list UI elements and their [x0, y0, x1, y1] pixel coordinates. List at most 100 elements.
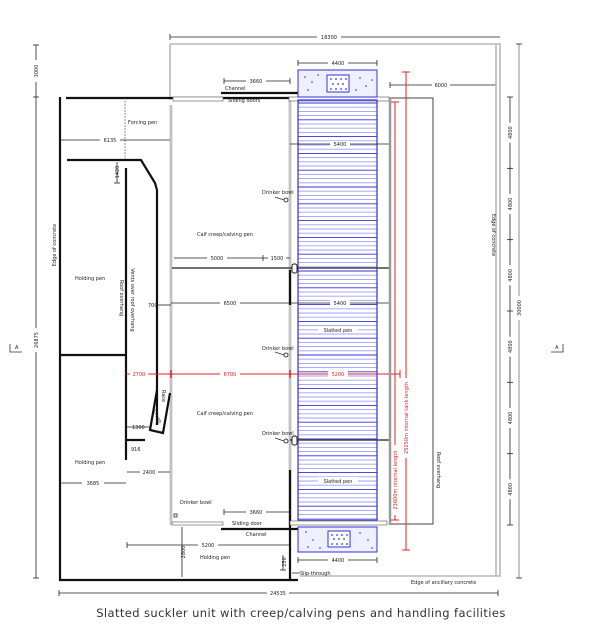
dim-label: 6500	[224, 301, 237, 307]
dim-label: 4400	[332, 558, 345, 564]
holding-pen-label: Holding pen	[75, 460, 105, 466]
calf-creep-label: Calf creep/calving pen	[197, 232, 253, 238]
section-label: A	[555, 345, 559, 351]
dim-label: 3685	[87, 481, 100, 487]
dim-label: 3000	[34, 65, 40, 78]
dim-label: 6000	[435, 83, 448, 89]
dim-label: 25250m internal tank length	[404, 382, 410, 454]
dung-area-bottom	[297, 526, 378, 553]
dim-label: 5200	[332, 372, 345, 378]
dim-pen-mid: 6500 5400	[171, 300, 390, 307]
slatted-floor	[298, 102, 377, 520]
left-boundary-wall	[58, 97, 298, 582]
dim-overall-left: 3000 26875	[33, 44, 40, 579]
race-funnel-wall	[67, 158, 159, 191]
dim-label: 5200	[202, 543, 215, 549]
slatted-pen-outline	[297, 99, 378, 521]
dung-area-top	[297, 69, 378, 98]
dim-crush: 1300	[126, 425, 150, 431]
sliding-doors-label: Sliding doors	[228, 98, 261, 104]
dim-right-offset: 6000	[389, 82, 496, 89]
dim-tank-length: 25250m internal tank length	[402, 71, 410, 551]
drinker-label: Drinker bowl	[180, 500, 212, 506]
dim-label: 6700	[224, 372, 237, 378]
section-marker-left: A	[9, 344, 22, 353]
roof-overhang-label: Roof overhang	[435, 452, 441, 488]
dim-label: 30000	[517, 300, 523, 316]
dim-label: 3660	[250, 510, 263, 516]
slatted-pen-label-bottom: Slatted pen	[318, 477, 358, 485]
dim-channel-bottom: 3660	[223, 509, 291, 516]
bay-dim-label: 4800	[508, 126, 514, 139]
dim-label: 23600m internal length	[393, 450, 399, 509]
drinker-bowl-icon	[283, 197, 289, 203]
channel-label: Channel	[246, 532, 267, 538]
drinker-label: Drinker bowl	[262, 190, 294, 196]
dim-slip-offset: 250	[280, 555, 288, 571]
dim-red-row: 2700 6700 5200	[126, 370, 401, 378]
channel-label: Channel	[225, 86, 246, 92]
drinker-bowl-icon	[283, 438, 289, 444]
section-marker-right: A	[551, 344, 564, 353]
holding-pen-label: Holding pen	[75, 276, 105, 282]
dim-overall-top: 18300	[169, 34, 500, 41]
bay-dim-label: 4800	[508, 483, 514, 496]
dim-label: 5400	[334, 142, 347, 148]
dim-label: 2700	[133, 372, 146, 378]
channel-bottom: Sliding door Channel	[171, 520, 388, 538]
dim-scrape-bottom: 4400	[297, 557, 378, 564]
drinker-label: Drinker bowl	[262, 431, 294, 437]
dim-overall-bottom: 24535	[58, 590, 499, 597]
dim-scrape-top: 4400	[297, 60, 378, 67]
dim-internal-length: 23600m internal length	[391, 101, 399, 521]
channel-top: Channel Sliding doors	[172, 86, 390, 104]
dim-label: 18300	[321, 35, 337, 41]
dim-label: 1500	[271, 256, 284, 262]
slip-through-label: Slip-through	[300, 571, 331, 577]
drinker-label: Drinker bowl	[262, 346, 294, 352]
dim-race-offset: 1420	[114, 162, 121, 184]
section-label: A	[15, 345, 19, 351]
dim-700: 700	[148, 303, 171, 309]
dim-label: 24535	[270, 591, 286, 597]
holding-pen-label: Holding pen	[200, 555, 230, 561]
crush-label: Crush	[152, 409, 163, 425]
dim-forcing-pen: 6135	[60, 137, 170, 144]
drinker-bowl-icon	[283, 352, 289, 358]
dim-label: 2400	[143, 470, 156, 476]
dim-label: 250	[282, 557, 288, 567]
slatted-pen-label: Slatted pen	[324, 328, 353, 334]
dim-label: 6135	[104, 138, 117, 144]
dim-label: 1300	[132, 425, 145, 431]
calf-creep-label: Calf creep/calving pen	[197, 411, 253, 417]
dim-slat-top: 5400	[290, 141, 390, 148]
dim-label: 3660	[250, 79, 263, 85]
bay-dim-label: 4800	[508, 412, 514, 425]
dim-label: 2800	[181, 546, 187, 559]
race-label: Race	[160, 390, 166, 402]
dim-label: 1420	[115, 166, 121, 179]
gate-hinge-icon	[291, 435, 298, 446]
dim-label: 5000	[211, 256, 224, 262]
dim-channel-top: 3660	[223, 78, 291, 85]
ancillary-concrete-edge	[170, 43, 501, 577]
bay-dim-label: 4800	[508, 198, 514, 211]
edge-of-concrete-label: Edge of concrete	[52, 224, 58, 266]
gate-hinge-icon	[291, 263, 298, 274]
dim-label: 26875	[34, 332, 40, 348]
dim-holding-width: 3685	[60, 480, 126, 487]
slip-through: Slip-through	[292, 571, 331, 577]
dim-label: 700	[148, 303, 158, 309]
drawing-caption: Slatted suckler unit with creep/calving …	[96, 606, 506, 620]
sliding-door-label: Sliding door	[232, 521, 263, 527]
dim-label: 5400	[334, 301, 347, 307]
drinker-bowl-4: Drinker bowl	[173, 500, 212, 518]
dim-label: 4400	[332, 61, 345, 67]
slatted-pen-label: Slatted pen	[324, 479, 353, 485]
drinker-bowl-3: Drinker bowl	[262, 431, 294, 444]
edge-of-concrete-label: Edge of concrete	[490, 214, 496, 256]
bay-dim-label: 4800	[508, 269, 514, 282]
drinker-bowl-1: Drinker bowl	[262, 190, 294, 203]
